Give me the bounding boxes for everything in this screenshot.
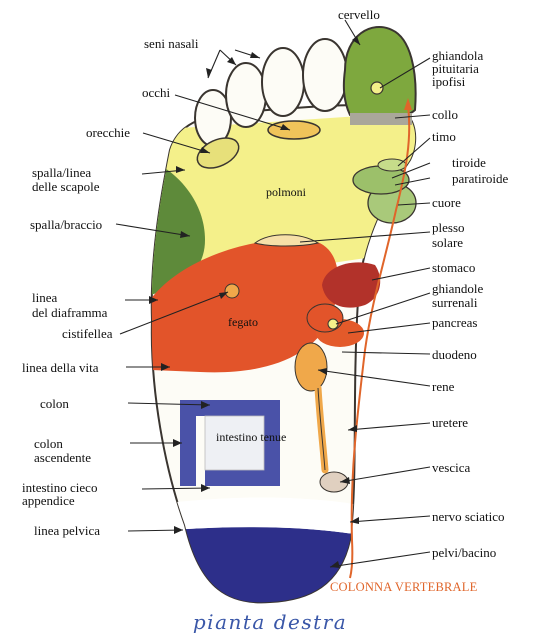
label-uretere: uretere bbox=[432, 416, 468, 429]
label-pancreas: pancreas bbox=[432, 316, 477, 329]
toe-2 bbox=[303, 39, 347, 111]
label-occhi: occhi bbox=[142, 86, 170, 99]
pelvis-zone bbox=[150, 527, 360, 610]
label-surrenali: surrenali bbox=[432, 296, 477, 309]
label-linea: linea bbox=[32, 291, 57, 304]
label-paratiroide: paratiroide bbox=[452, 172, 508, 185]
label-tiroide: tiroide bbox=[452, 156, 486, 169]
label-nervo-sciatico: nervo sciatico bbox=[432, 510, 505, 523]
label-solare: solare bbox=[432, 236, 463, 249]
pituitary-dot bbox=[371, 82, 383, 94]
label-intestino-tenue: intestino tenue bbox=[216, 431, 286, 444]
label-colon: colon bbox=[40, 397, 69, 410]
adrenal-zone bbox=[307, 304, 343, 332]
label-collo: collo bbox=[432, 108, 458, 121]
label-fegato: fegato bbox=[228, 316, 258, 329]
label-ascendente: ascendente bbox=[34, 451, 91, 464]
eyes-zone bbox=[268, 121, 320, 139]
caption: pianta destra bbox=[0, 610, 540, 634]
label-rene: rene bbox=[432, 380, 454, 393]
label-spalla-linea: spalla/linea bbox=[32, 166, 91, 179]
label-ipofisi: ipofisi bbox=[432, 75, 465, 88]
label-delle-scapole: delle scapole bbox=[32, 180, 100, 193]
label-seni-nasali: seni nasali bbox=[144, 37, 199, 50]
gallbladder-dot bbox=[225, 284, 239, 298]
label-pelvi-bacino: pelvi/bacino bbox=[432, 546, 496, 559]
toe-3 bbox=[262, 48, 304, 116]
label-cervello: cervello bbox=[338, 8, 380, 21]
label-linea-della-vita: linea della vita bbox=[22, 361, 99, 374]
label-stomaco: stomaco bbox=[432, 261, 475, 274]
toe-4 bbox=[226, 63, 266, 127]
label-ghiandole: ghiandole bbox=[432, 282, 483, 295]
thymus-zone bbox=[378, 159, 406, 171]
label-colonna-vertebrale: COLONNA VERTEBRALE bbox=[330, 581, 477, 594]
label-vescica: vescica bbox=[432, 461, 470, 474]
label-linea-pelvica: linea pelvica bbox=[34, 524, 100, 537]
label-cistifellea: cistifellea bbox=[62, 327, 113, 340]
label-duodeno: duodeno bbox=[432, 348, 477, 361]
label-polmoni: polmoni bbox=[266, 186, 306, 199]
label-plesso: plesso bbox=[432, 221, 465, 234]
label-timo: timo bbox=[432, 130, 456, 143]
label-cuore: cuore bbox=[432, 196, 461, 209]
label-appendice: appendice bbox=[22, 494, 75, 507]
neck-zone bbox=[350, 113, 412, 125]
label-spalla-braccio: spalla/braccio bbox=[30, 218, 102, 231]
label-orecchie: orecchie bbox=[86, 126, 130, 139]
label-del-diaframma: del diaframma bbox=[32, 306, 107, 319]
label-colon-ascendente-1: colon bbox=[34, 437, 63, 450]
kidney-zone bbox=[295, 343, 327, 391]
